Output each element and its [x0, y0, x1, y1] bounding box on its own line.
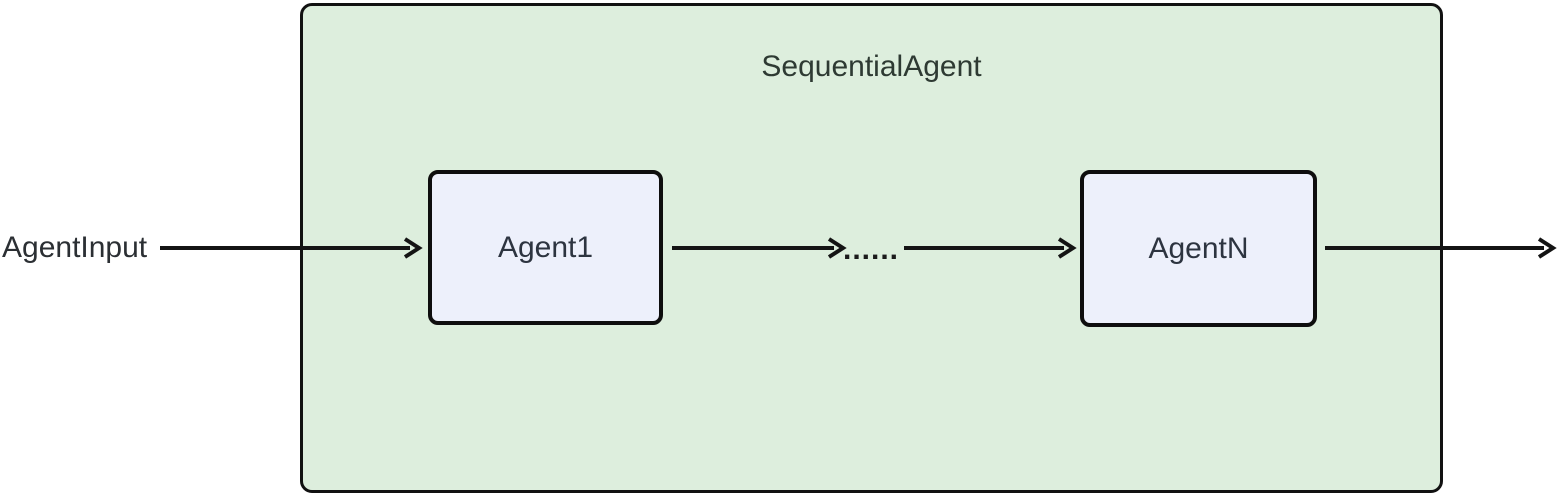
node-agentn: AgentN	[1080, 170, 1317, 327]
ellipsis-label: ......	[842, 233, 899, 266]
agent-input-label: AgentInput	[2, 231, 148, 264]
node-agentn-label: AgentN	[1148, 231, 1249, 265]
node-agent1: Agent1	[428, 170, 663, 325]
container-title: SequentialAgent	[761, 50, 982, 83]
node-agent1-label: Agent1	[497, 230, 594, 264]
